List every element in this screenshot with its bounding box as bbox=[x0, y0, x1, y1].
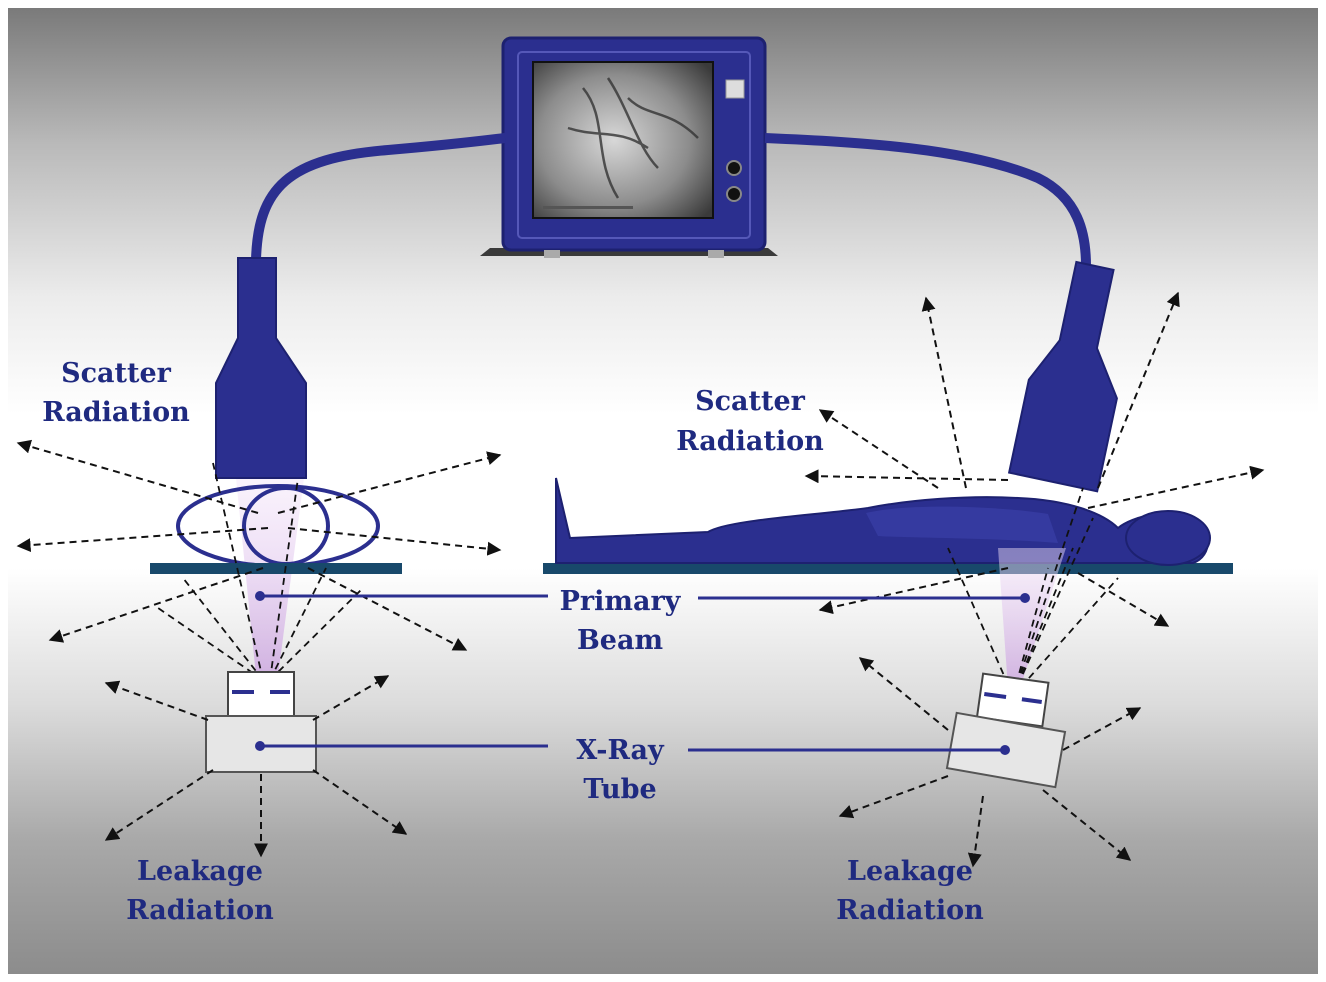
leader-lines bbox=[255, 591, 1030, 755]
label-xray-tube-line1: X-Ray bbox=[576, 735, 665, 766]
cable-right bbox=[764, 133, 1091, 267]
label-leakage-right-line1: Leakage bbox=[847, 856, 973, 887]
label-leakage-right-line2: Radiation bbox=[836, 895, 984, 926]
label-primary-beam-line1: Primary bbox=[560, 586, 682, 617]
monitor-screen bbox=[532, 61, 714, 219]
monitor-knob-icon bbox=[726, 186, 742, 202]
label-scatter-right-line2: Radiation bbox=[676, 426, 824, 457]
label-scatter-right-line1: Scatter bbox=[695, 386, 806, 417]
diagram-frame: Scatter Radiation Scatter Radiation Prim… bbox=[8, 8, 1318, 974]
primary-beam-right bbox=[998, 548, 1066, 688]
detector-left bbox=[215, 257, 307, 479]
monitor bbox=[480, 36, 778, 258]
table-right bbox=[543, 563, 1233, 574]
detector-right bbox=[1007, 260, 1118, 493]
patient-head bbox=[1125, 510, 1211, 566]
radiation-diagram: Scatter Radiation Scatter Radiation Prim… bbox=[16, 36, 1265, 926]
label-xray-tube-line2: Tube bbox=[583, 774, 656, 805]
left-setup bbox=[16, 257, 502, 858]
label-scatter-left-line1: Scatter bbox=[61, 358, 172, 389]
cable-left bbox=[251, 133, 506, 261]
label-leakage-left-line1: Leakage bbox=[137, 856, 263, 887]
label-scatter-left-line2: Radiation bbox=[42, 397, 190, 428]
right-setup bbox=[543, 260, 1265, 868]
table-left bbox=[150, 563, 402, 574]
primary-beam-left bbox=[236, 478, 304, 676]
label-primary-beam-line2: Beam bbox=[577, 625, 663, 656]
label-leakage-left-line2: Radiation bbox=[126, 895, 274, 926]
monitor-knob-icon bbox=[726, 160, 742, 176]
